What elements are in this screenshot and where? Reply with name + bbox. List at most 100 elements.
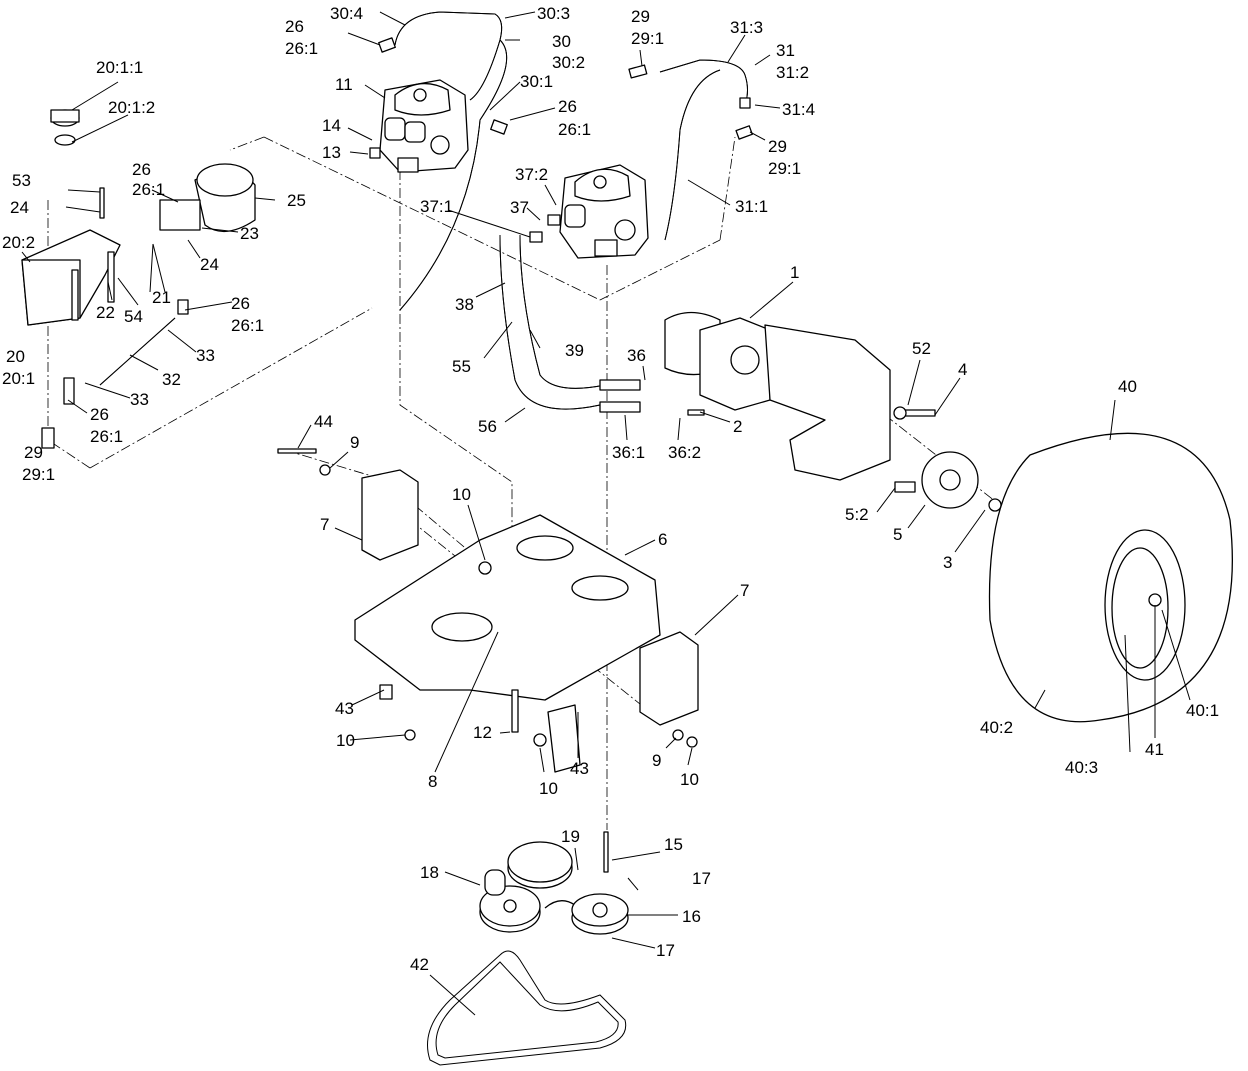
- callout-31-2: 31:2: [776, 63, 809, 82]
- callout-31: 31: [776, 41, 795, 60]
- callout-36-1: 36:1: [612, 443, 645, 462]
- callout-26c: 26: [132, 160, 151, 179]
- drive-belt: [427, 950, 627, 1066]
- callout-10d: 10: [680, 770, 699, 789]
- callout-6: 6: [658, 530, 667, 549]
- callout-20-1: 20:1: [2, 369, 35, 388]
- callout-13: 13: [322, 143, 341, 162]
- callout-20-2: 20:2: [2, 233, 35, 252]
- callout-20-1-2: 20:1:2: [108, 98, 155, 117]
- callout-29c: 29: [24, 443, 43, 462]
- callout-42: 42: [410, 955, 429, 974]
- callout-55: 55: [452, 357, 471, 376]
- callout-33b: 33: [130, 390, 149, 409]
- callout-26-1e: 26:1: [90, 427, 123, 446]
- callout-32: 32: [162, 370, 181, 389]
- wheel-hub: [894, 451, 979, 509]
- callout-26-1b: 26:1: [558, 120, 591, 139]
- callout-15: 15: [664, 835, 683, 854]
- callout-37-1: 37:1: [420, 197, 453, 216]
- callout-40: 40: [1118, 377, 1137, 396]
- wheel-motor: [664, 311, 891, 481]
- callout-43b: 43: [570, 759, 589, 778]
- hydraulic-pump-right: [559, 164, 649, 259]
- callout-26b: 26: [558, 97, 577, 116]
- callout-10b: 10: [336, 731, 355, 750]
- frame-plate: [354, 514, 661, 701]
- callout-16: 16: [682, 907, 701, 926]
- callout-9b: 9: [652, 751, 661, 770]
- callout-5: 5: [893, 525, 902, 544]
- fittings: [41, 37, 753, 449]
- callout-26d: 26: [231, 294, 250, 313]
- callout-29-1b: 29:1: [768, 159, 801, 178]
- hydraulic-pump-left: [379, 79, 469, 173]
- callout-2: 2: [733, 417, 742, 436]
- callout-25: 25: [287, 191, 306, 210]
- callout-labels: 1 2 3 4 5 5:2 6 7 7 8 9 9 10 10 10 10 11…: [2, 4, 1219, 974]
- callout-17a: 17: [692, 869, 711, 888]
- callout-7b: 7: [740, 581, 749, 600]
- callout-43a: 43: [335, 699, 354, 718]
- callout-37: 37: [510, 198, 529, 217]
- callout-30: 30: [552, 32, 571, 51]
- callout-56: 56: [478, 417, 497, 436]
- callout-21: 21: [152, 288, 171, 307]
- callout-26-1c: 26:1: [132, 180, 165, 199]
- callout-30-4: 30:4: [330, 4, 363, 23]
- oil-filter: [159, 163, 256, 232]
- callout-7a: 7: [320, 515, 329, 534]
- callout-41: 41: [1145, 740, 1164, 759]
- callout-20-1-1: 20:1:1: [96, 58, 143, 77]
- mount-brackets: [361, 469, 699, 773]
- hoses: [99, 11, 748, 410]
- callout-8: 8: [428, 772, 437, 791]
- callout-40-1: 40:1: [1186, 701, 1219, 720]
- pulleys: [479, 831, 629, 935]
- callout-39: 39: [565, 341, 584, 360]
- callout-3: 3: [943, 553, 952, 572]
- callout-29b: 29: [768, 137, 787, 156]
- callout-33a: 33: [196, 346, 215, 365]
- callout-1: 1: [790, 263, 799, 282]
- callout-14: 14: [322, 116, 341, 135]
- callout-29-1a: 29:1: [631, 29, 664, 48]
- callout-36-2: 36:2: [668, 443, 701, 462]
- callout-53: 53: [12, 171, 31, 190]
- callout-12: 12: [473, 723, 492, 742]
- callout-26e: 26: [90, 405, 109, 424]
- callout-17b: 17: [656, 941, 675, 960]
- callout-38: 38: [455, 295, 474, 314]
- callout-24b: 24: [200, 255, 219, 274]
- tire-wheel: [988, 432, 1233, 723]
- callout-20: 20: [6, 347, 25, 366]
- hardware: [71, 187, 1002, 748]
- callout-4: 4: [958, 360, 967, 379]
- callout-19: 19: [561, 827, 580, 846]
- callout-29-1c: 29:1: [22, 465, 55, 484]
- callout-26a: 26: [285, 17, 304, 36]
- callout-18: 18: [420, 863, 439, 882]
- callout-9a: 9: [350, 433, 359, 452]
- alignment-lines: [47, 136, 1001, 830]
- callout-52: 52: [912, 339, 931, 358]
- callout-30-3: 30:3: [537, 4, 570, 23]
- callout-40-2: 40:2: [980, 718, 1013, 737]
- callout-44: 44: [314, 412, 333, 431]
- callout-31-4: 31:4: [782, 100, 815, 119]
- callout-54: 54: [124, 307, 143, 326]
- callout-10c: 10: [539, 779, 558, 798]
- callout-11: 11: [335, 75, 353, 94]
- callout-22: 22: [96, 303, 115, 322]
- leader-lines: [21, 11, 1191, 1016]
- hydraulic-reservoir: [21, 109, 121, 326]
- callout-37-2: 37:2: [515, 165, 548, 184]
- callout-26-1a: 26:1: [285, 39, 318, 58]
- callout-30-1: 30:1: [520, 72, 553, 91]
- callout-30-2: 30:2: [552, 53, 585, 72]
- callout-26-1d: 26:1: [231, 316, 264, 335]
- callout-24a: 24: [10, 198, 29, 217]
- callout-5-2: 5:2: [845, 505, 869, 524]
- callout-10a: 10: [452, 485, 471, 504]
